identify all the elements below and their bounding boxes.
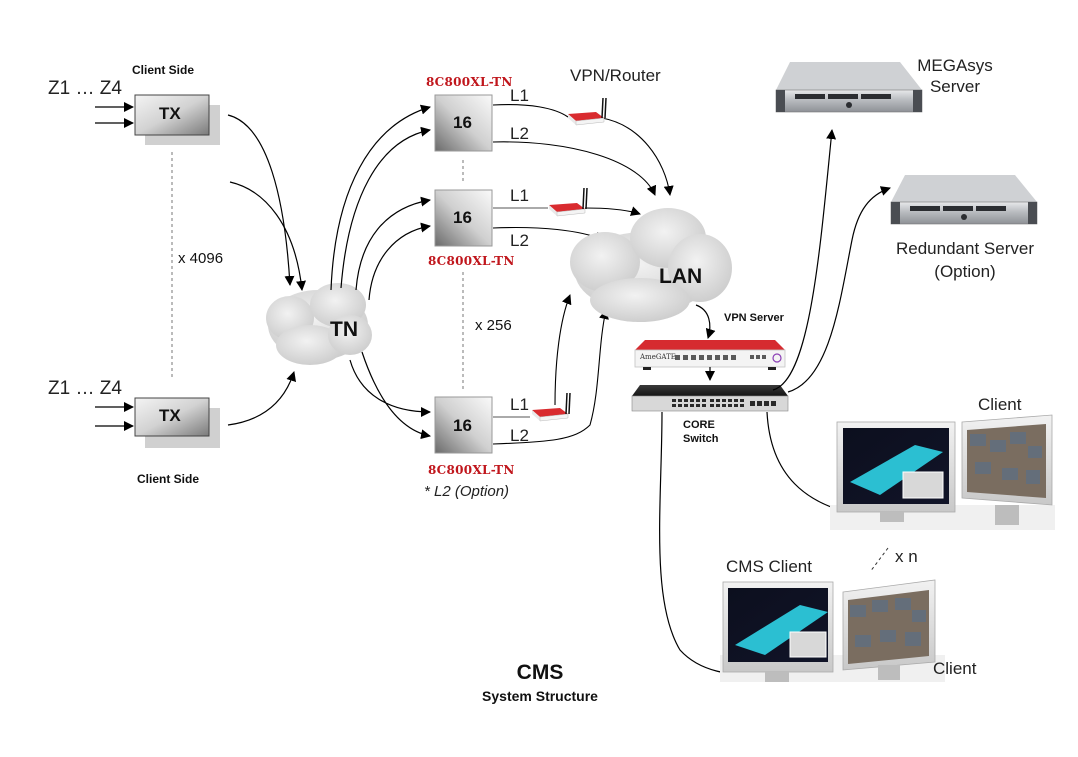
tn-to-node-arrow	[361, 351, 431, 440]
vpn-server-label: VPN Server	[724, 312, 784, 324]
node-device-1	[434, 94, 493, 152]
node-device-3	[434, 396, 493, 454]
node2-l2-label: L2	[510, 231, 529, 250]
node-label-3: 16	[453, 416, 472, 435]
tx-to-tn-arrow	[227, 114, 295, 286]
core-switch-label-2: Switch	[683, 433, 719, 445]
vpn-router-2	[549, 187, 588, 217]
node-model-label-2: 8C800XL-TN	[428, 254, 515, 268]
tn-to-node-arrow	[330, 104, 431, 291]
node-model-label-1: 8C800XL-TN	[426, 75, 513, 89]
client-side-label-bottom: Client Side	[137, 472, 200, 486]
tx-block-top	[95, 94, 220, 145]
redundant-server-label-2: (Option)	[934, 262, 996, 281]
lan-cloud	[570, 208, 732, 322]
megasys-server-label-1: MEGAsys	[917, 56, 993, 75]
node-multiplier: x 256	[475, 317, 512, 334]
tx-label-top: TX	[159, 104, 181, 123]
tn-to-node-arrow	[340, 126, 431, 289]
zones-label-bottom: Z1 … Z4	[48, 378, 122, 399]
router-to-lan-arrow	[554, 294, 572, 406]
node3-l1-label: L1	[510, 395, 529, 414]
node2-l1-label: L1	[510, 186, 529, 205]
node1-l2-arrow	[492, 141, 657, 196]
redundant-server	[890, 175, 1038, 225]
node-device-2	[434, 189, 493, 247]
client-bottom-label: Client	[933, 659, 977, 678]
megasys-server	[775, 62, 923, 113]
zones-label-top: Z1 … Z4	[48, 78, 122, 99]
router-to-lan-arrow	[601, 117, 674, 196]
node3-l2-label: L2	[510, 426, 529, 445]
switch-to-megasys-arrow	[772, 129, 837, 391]
lan-cloud-label: LAN	[659, 265, 703, 288]
vpn-router-3	[532, 392, 571, 422]
node-model-label-3: 8C800XL-TN	[428, 463, 515, 477]
client-top-label: Client	[978, 395, 1022, 414]
node1-l2-label: L2	[510, 124, 529, 143]
redundant-server-label-1: Redundant Server	[896, 239, 1034, 258]
tn-to-node-arrow	[349, 359, 431, 417]
tx-device	[134, 94, 210, 136]
lan-to-vpn-server-arrow	[695, 304, 716, 339]
tn-cloud	[266, 283, 372, 365]
switch-to-redundant-arrow	[787, 186, 891, 393]
tx-multiplier: x 4096	[178, 250, 224, 267]
cms-client-workstation	[720, 579, 945, 682]
vpn-router-label: VPN/Router	[570, 66, 661, 85]
node1-l1-line	[492, 104, 569, 118]
tn-cloud-label: TN	[330, 318, 358, 341]
client-repeat-dashed-line	[869, 547, 889, 573]
megasys-server-label-2: Server	[929, 77, 981, 96]
core-switch-label-1: CORE	[683, 419, 715, 431]
node1-l1-label: L1	[510, 86, 529, 105]
client-workstation-top	[830, 414, 1055, 530]
router-to-lan-arrow	[584, 206, 641, 216]
tx-device	[134, 397, 210, 437]
node3-l2-arrow	[492, 309, 609, 445]
client-multiplier: x n	[895, 547, 918, 566]
tx-block-bottom	[95, 397, 220, 448]
node-label-2: 16	[453, 208, 472, 227]
core-switch	[631, 385, 789, 412]
l2-option-note: * L2 (Option)	[424, 483, 510, 500]
vpn-server-appliance	[634, 340, 786, 370]
node-label-1: 16	[453, 113, 472, 132]
client-side-label-top: Client Side	[132, 63, 195, 77]
tx-to-tn-arrow	[227, 371, 297, 426]
vpn-router-1	[568, 97, 607, 126]
vpn-server-brand: AmeGATE	[640, 353, 676, 361]
cms-client-label: CMS Client	[726, 557, 812, 576]
tn-to-node-arrow	[368, 222, 431, 301]
tn-to-node-arrow	[355, 196, 431, 291]
tx-label-bottom: TX	[159, 406, 181, 425]
tx-to-tn-arrow	[229, 181, 307, 291]
diagram-subtitle: System Structure	[482, 688, 598, 704]
diagram-title: CMS	[516, 661, 564, 684]
